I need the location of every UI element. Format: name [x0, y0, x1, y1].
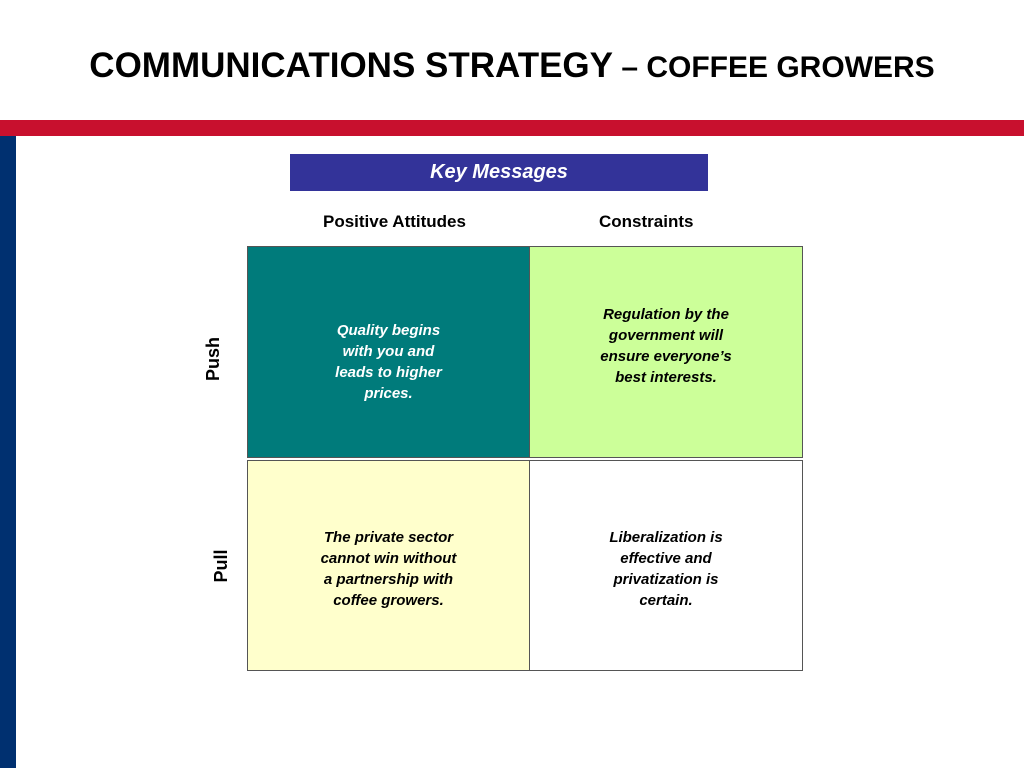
cell-push-positive-text: Quality begins with you and leads to hig…	[335, 322, 442, 402]
cell-pull-positive: The private sector cannot win without a …	[247, 460, 530, 671]
key-messages-header: Key Messages	[290, 154, 708, 191]
title-sub: – COFFEE GROWERS	[612, 51, 935, 84]
cell-pull-constraints-text: Liberalization is effective and privatiz…	[609, 529, 723, 609]
cell-push-constraints-text: Regulation by the government will ensure…	[600, 306, 732, 386]
cell-push-positive: Quality begins with you and leads to hig…	[247, 246, 530, 458]
page-title: COMMUNICATIONS STRATEGY – COFFEE GROWERS	[0, 42, 1024, 97]
column-header-positive-attitudes: Positive Attitudes	[323, 212, 466, 231]
cell-pull-constraints: Liberalization is effective and privatiz…	[529, 460, 803, 671]
cell-push-constraints: Regulation by the government will ensure…	[529, 246, 803, 458]
left-accent-bar	[0, 136, 16, 768]
cell-pull-positive-text: The private sector cannot win without a …	[320, 529, 457, 609]
column-header-constraints: Constraints	[599, 212, 694, 231]
title-main: COMMUNICATIONS STRATEGY	[89, 46, 613, 85]
row-header-pull: Pull	[211, 549, 231, 583]
row-header-push: Push	[203, 337, 223, 382]
red-divider-band	[0, 120, 1024, 136]
